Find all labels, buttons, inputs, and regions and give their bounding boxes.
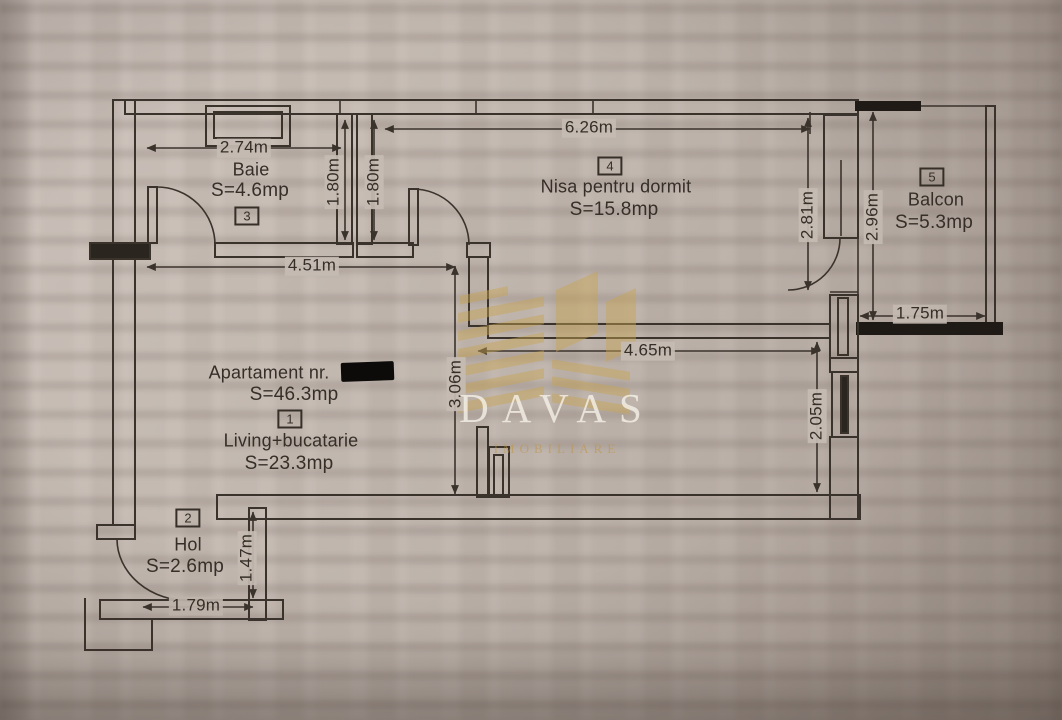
dim-balcon-width: 1.75m (892, 304, 948, 324)
watermark-subtitle-text: IMOBILIARE (493, 441, 621, 456)
walls (84, 99, 861, 651)
dim-kitchen-nook-height: 2.05m (807, 388, 827, 444)
windows (205, 105, 859, 438)
dim-nisa-left-height: 1.80m (364, 154, 384, 210)
dim-kitchen-nook-width: 4.65m (620, 341, 676, 361)
room-label-baie: Baie (232, 159, 270, 180)
room-badge-baie: 3 (234, 206, 260, 226)
dim-baie-height: 1.80m (324, 154, 344, 210)
room-area-balcon: S=5.3mp (895, 212, 973, 233)
room-badge-living: 1 (277, 409, 303, 429)
dim-baie-width: 2.74m (216, 138, 272, 158)
room-area-living: S=23.3mp (244, 453, 334, 474)
room-badge-balcon: 5 (919, 167, 945, 187)
watermark-brand-text: DAVAS (459, 385, 655, 431)
room-area-hol: S=2.6mp (146, 556, 224, 577)
apartment-total-area: S=46.3mp (249, 384, 339, 405)
dim-nisa-width: 6.26m (561, 118, 617, 138)
room-label-living: Living+bucatarie (223, 430, 359, 451)
room-label-hol: Hol (174, 534, 202, 555)
room-badge-hol: 2 (175, 508, 201, 528)
radiator-fixture (476, 426, 510, 498)
dim-hol-height: 1.47m (237, 530, 257, 586)
room-area-nisa: S=15.8mp (569, 199, 659, 220)
dim-nisa-right-height: 2.81m (798, 187, 818, 243)
balcony-walls (855, 101, 1003, 335)
dim-balcon-height: 2.96m (863, 189, 883, 245)
apartment-title: Apartament nr. (208, 362, 330, 383)
room-badge-nisa: 4 (597, 156, 623, 176)
redacted-apartment-number (340, 361, 395, 382)
dim-hol-width: 1.79m (168, 596, 224, 616)
room-area-baie: S=4.6mp (211, 180, 289, 201)
room-label-balcon: Balcon (907, 189, 965, 210)
dim-living-width: 4.51m (284, 256, 340, 276)
room-label-nisa: Nisa pentru dormit (540, 176, 692, 197)
